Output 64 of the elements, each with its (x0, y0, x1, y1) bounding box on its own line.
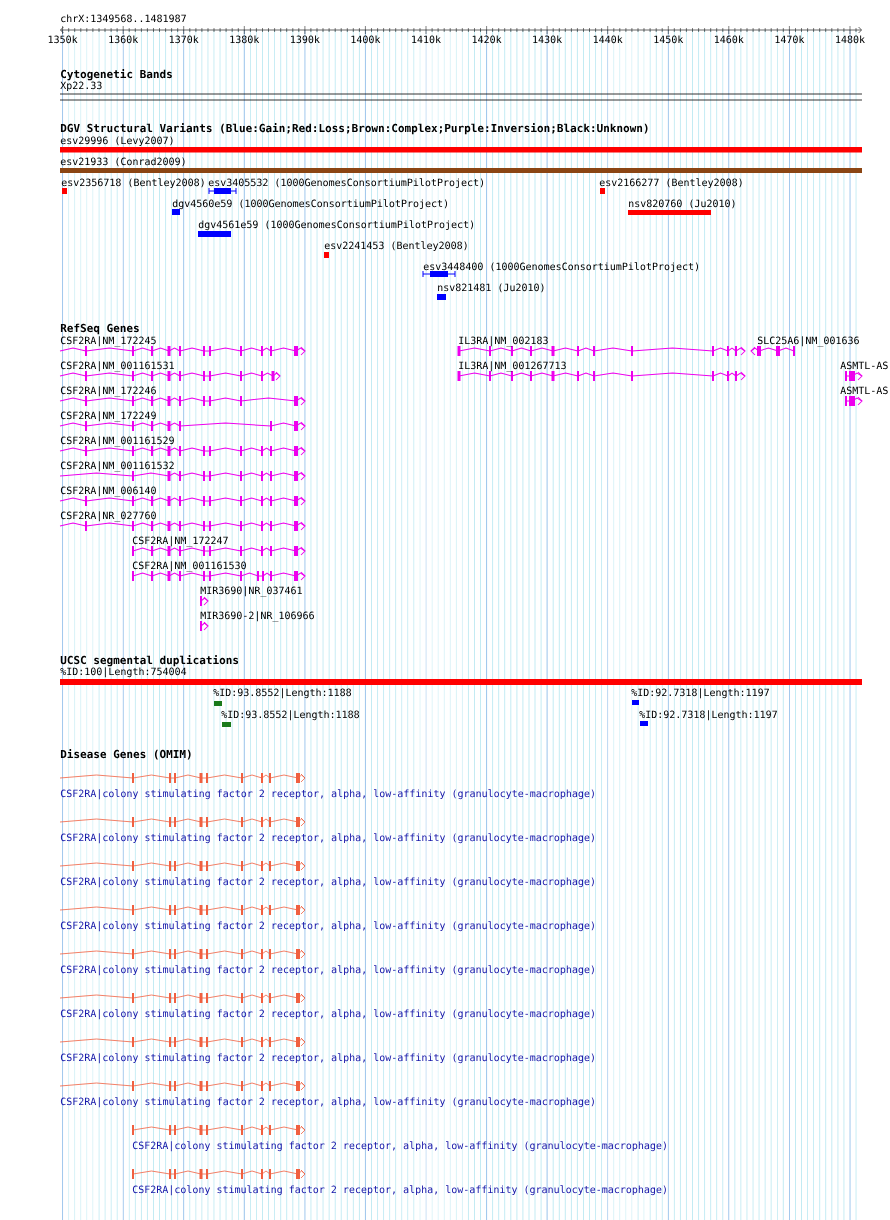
feature-label: esv2356718 (Bentley2008) (61, 178, 204, 189)
feature-label: esv3448400 (1000GenomesConsortiumPilotProject) (423, 262, 699, 273)
tick-label: 1430k (533, 35, 562, 44)
gene-link: CSF2RA|colony stimulating factor 2 receptor, alpha, low-affinity (granulocyte-macrophage) (60, 1053, 594, 1064)
feature-label: dgv4560e59 (1000GenomesConsortiumPilotProject) (172, 199, 448, 210)
gene-label: IL3RA|NM_001267713 (459, 361, 566, 372)
gene-label: IL3RA|NM_002183 (459, 336, 548, 347)
gene-label: ASMTL-AS (840, 386, 888, 395)
gene-link: CSF2RA|colony stimulating factor 2 receptor, alpha, low-affinity (granulocyte-macrophage) (60, 789, 594, 800)
track-title: UCSC segmental duplications (60, 655, 239, 667)
tick-label: 1420k (472, 35, 502, 44)
tick-label: 1350k (48, 35, 78, 44)
gene-link: CSF2RA|colony stimulating factor 2 receptor, alpha, low-affinity (granulocyte-macrophage) (60, 1097, 594, 1108)
gene-label: CSF2RA|NM_172247 (132, 536, 228, 547)
tick-label: 1450k (654, 35, 684, 44)
tick-label: 1360k (109, 35, 139, 44)
tick-label: 1410k (412, 35, 441, 44)
gene-label: CSF2RA|NM_172245 (60, 336, 156, 347)
gene-label: CSF2RA|NM_172246 (60, 386, 156, 397)
track-title: Disease Genes (OMIM) (60, 749, 191, 760)
gene-link: CSF2RA|colony stimulating factor 2 receptor, alpha, low-affinity (granulocyte-macrophage) (60, 965, 594, 976)
gene-link: CSF2RA|colony stimulating factor 2 receptor, alpha, low-affinity (granulocyte-macrophage) (60, 1009, 594, 1020)
gene-label: CSF2RA|NM_001161530 (132, 561, 246, 572)
feature-label: esv2166277 (Bentley2008) (599, 178, 742, 189)
position-label: chrX:1349568..1481987 (61, 14, 186, 23)
gene-link: CSF2RA|colony stimulating factor 2 receptor, alpha, low-affinity (granulocyte-macrophage) (132, 1141, 666, 1152)
feature-label: %ID:93.8552|Length:1188 (213, 688, 351, 699)
gene-label: SLC25A6|NM_001636 (757, 336, 859, 347)
gene-label: CSF2RA|NM_001161529 (60, 436, 174, 447)
feature-label: dgv4561e59 (1000GenomesConsortiumPilotProject) (198, 220, 474, 231)
tick-label: 1480k (836, 35, 865, 44)
gene-label: CSF2RA|NM_006140 (60, 486, 156, 497)
tick-label: 1370k (169, 35, 199, 44)
tick-label: 1460k (714, 35, 744, 44)
track-title: RefSeq Genes (60, 323, 139, 335)
track-title: Cytogenetic Bands (61, 69, 172, 81)
gene-link: CSF2RA|colony stimulating factor 2 receptor, alpha, low-affinity (granulocyte-macrophage) (60, 921, 594, 932)
tick-label: 1400k (351, 35, 381, 44)
tick-label: 1390k (291, 35, 320, 44)
gene-label: CSF2RA|NM_172249 (60, 411, 156, 422)
feature-label: nsv820760 (Ju2010) (629, 199, 735, 209)
feature-label: esv29996 (Levy2007) (60, 136, 173, 147)
gene-link: CSF2RA|colony stimulating factor 2 receptor, alpha, low-affinity (granulocyte-macrophage) (60, 877, 594, 888)
gene-link: CSF2RA|colony stimulating factor 2 receptor, alpha, low-affinity (granulocyte-macrophage) (60, 833, 594, 844)
gene-label: MIR3690|NR_037461 (200, 586, 302, 597)
gene-label: CSF2RA|NM_001161531 (60, 361, 174, 372)
feature-label: nsv821481 (Ju2010) (438, 283, 544, 293)
feature-label: %ID:92.7318|Length:1197 (631, 688, 769, 699)
tick-label: 1470k (775, 35, 805, 44)
feature-label: %ID:92.7318|Length:1197 (639, 710, 777, 721)
band-label: Xp22.33 (60, 81, 102, 92)
feature-label: %ID:100|Length:754004 (60, 667, 187, 678)
gene-label: ASMTL-AS (840, 361, 888, 370)
track-title: DGV Structural Variants (Blue:Gain;Red:Loss;Brown:Complex;Purple:Inversion;Black:Unknown) (60, 123, 648, 135)
feature-label: esv21933 (Conrad2009) (60, 157, 185, 167)
gene-link: CSF2RA|colony stimulating factor 2 receptor, alpha, low-affinity (granulocyte-macrophage) (132, 1185, 666, 1196)
gene-label: MIR3690-2|NR_106966 (200, 611, 314, 622)
feature-label: esv3405532 (1000GenomesConsortiumPilotProject) (208, 178, 484, 189)
tick-label: 1440k (593, 35, 623, 44)
gene-label: CSF2RA|NM_001161532 (60, 461, 174, 472)
feature-label: %ID:93.8552|Length:1188 (221, 710, 359, 721)
feature-label: esv2241453 (Bentley2008) (324, 241, 467, 252)
tick-label: 1380k (230, 35, 260, 44)
gene-label: CSF2RA|NR_027760 (60, 511, 156, 522)
